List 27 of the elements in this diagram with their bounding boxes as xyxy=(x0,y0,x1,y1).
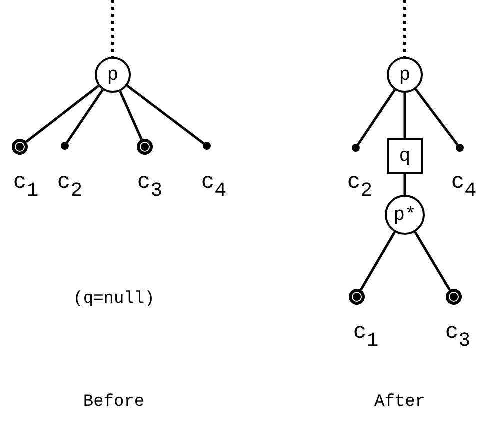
node-label: p xyxy=(107,66,119,84)
connector-line xyxy=(26,85,100,144)
connector-line xyxy=(66,89,104,144)
dotted-line xyxy=(404,0,406,57)
node-label: p xyxy=(399,66,411,84)
ringed-dot xyxy=(445,288,463,306)
dotted-line xyxy=(112,0,114,57)
connector-line xyxy=(360,232,396,291)
connector-line xyxy=(404,93,406,138)
connector-line xyxy=(357,89,396,146)
ringed-dot xyxy=(11,138,29,156)
dot xyxy=(455,143,465,153)
caption-text: Before xyxy=(83,393,145,412)
ringed-dot xyxy=(136,138,154,156)
ringed-dot xyxy=(348,288,366,306)
connector-line xyxy=(414,88,459,146)
dot xyxy=(202,141,212,151)
caption-text: (q=null) xyxy=(73,290,155,309)
node-label: p* xyxy=(394,206,416,224)
connector-line xyxy=(119,90,143,140)
connector-line xyxy=(414,232,451,291)
dot xyxy=(351,143,361,153)
caption-text: After xyxy=(374,393,426,412)
dot xyxy=(60,141,70,151)
node-label: q xyxy=(399,146,411,166)
connector-line xyxy=(126,84,205,145)
connector-line xyxy=(404,174,406,195)
